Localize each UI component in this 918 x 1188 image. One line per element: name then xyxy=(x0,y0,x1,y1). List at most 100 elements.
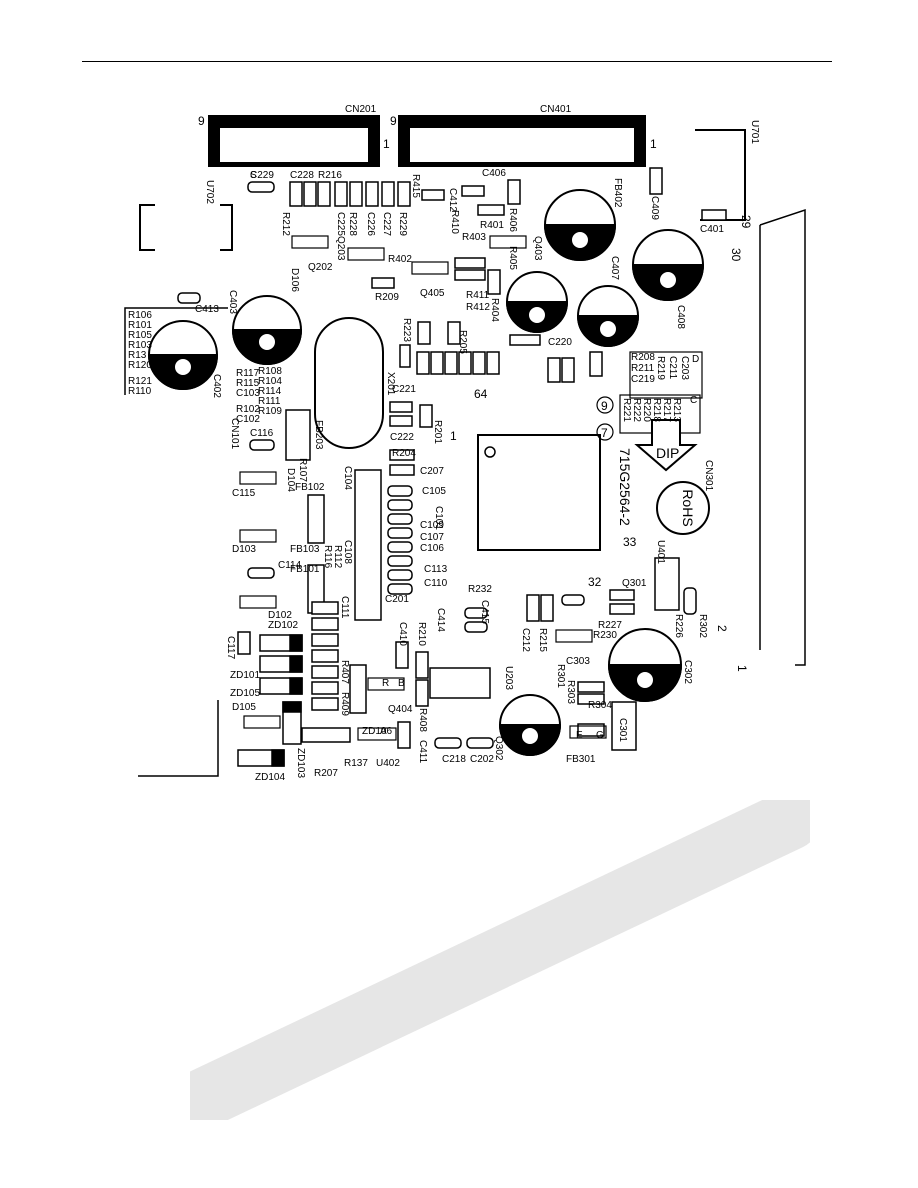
refdes-c407: C407 xyxy=(609,256,620,280)
refdes-c109: C109 xyxy=(420,520,444,531)
refdes-c415: C415 xyxy=(479,600,490,624)
refdes-c302: C302 xyxy=(682,660,693,684)
board-outline xyxy=(124,208,806,777)
refdes-c: C xyxy=(690,395,697,406)
cn401-label: CN401 xyxy=(540,104,572,115)
refdes-r402: R402 xyxy=(388,254,412,265)
refdes-e: E xyxy=(576,730,583,741)
refdes-c303: C303 xyxy=(566,656,590,667)
refdes-r111: R111 xyxy=(258,396,281,407)
refdes-zd104: ZD104 xyxy=(255,772,285,783)
refdes-r102: R102 xyxy=(236,404,260,415)
refdes-r215: R215 xyxy=(537,628,548,652)
zener-diodes xyxy=(237,634,303,767)
refdes-q203: Q203 xyxy=(335,236,346,261)
refdes-c207: C207 xyxy=(420,466,444,477)
refdes-c401: C401 xyxy=(700,224,724,235)
refdes-c107: C107 xyxy=(420,532,444,543)
refdes-fb402: FB402 xyxy=(612,178,623,208)
refdes-c117: C117 xyxy=(225,636,236,660)
refdes-r: R xyxy=(382,678,389,689)
refdes-c116: C116 xyxy=(250,428,274,439)
refdes-g: G xyxy=(596,730,604,741)
transistor-footprints xyxy=(239,235,703,741)
refdes-c229: C229 xyxy=(250,170,274,181)
refdes-r219: R219 xyxy=(655,356,666,380)
refdes-r403: R403 xyxy=(462,232,486,243)
refdes-r401: R401 xyxy=(480,220,504,231)
cn401-pin-right: 1 xyxy=(650,137,657,151)
refdes-r303: R303 xyxy=(565,680,576,704)
refdes-r302: R302 xyxy=(697,614,708,638)
refdes-r217: R217 xyxy=(661,398,672,422)
refdes-c411: C411 xyxy=(417,740,428,764)
refdes-r228: R228 xyxy=(347,212,358,236)
refdes-zd106: ZD106 xyxy=(362,726,392,737)
refdes-r232: R232 xyxy=(468,584,492,595)
cn301-pin-2: 2 xyxy=(715,625,729,632)
ic-pin-64: 64 xyxy=(474,387,488,401)
circled-9: 9 xyxy=(601,399,608,413)
dip-label: DIP xyxy=(656,445,679,461)
refdes-c227: C227 xyxy=(381,212,392,236)
refdes-r110: R110 xyxy=(128,386,152,397)
refdes-c110: C110 xyxy=(424,578,448,589)
refdes-c402: C402 xyxy=(211,374,222,398)
electrolytic-capacitors xyxy=(147,189,705,756)
refdes-fb301: FB301 xyxy=(566,754,596,765)
refdes-r103: R103 xyxy=(128,340,152,351)
cn201-label: CN201 xyxy=(345,104,377,115)
refdes-c225: C225 xyxy=(335,212,346,236)
part-number: 715G2564-2 xyxy=(617,448,633,526)
refdes-r404: R404 xyxy=(489,298,500,322)
refdes-r405: R405 xyxy=(507,246,518,270)
refdes-r211: R211 xyxy=(631,363,655,374)
refdes-fb203: FB203 xyxy=(313,420,324,450)
refdes-c113: C113 xyxy=(424,564,448,575)
refdes-r408: R408 xyxy=(417,708,428,732)
refdes-zd105: ZD105 xyxy=(230,688,260,699)
refdes-c114: C114 xyxy=(278,560,302,571)
refdes-r106: R106 xyxy=(128,310,152,321)
refdes-c219: C219 xyxy=(631,374,655,385)
cn101-label: CN101 xyxy=(229,418,240,450)
refdes-r229: R229 xyxy=(397,212,408,236)
refdes-d105: D105 xyxy=(232,702,256,713)
circled-7: 7 xyxy=(601,426,608,440)
cn301-pin-1: 1 xyxy=(735,665,749,672)
page-header-rule xyxy=(82,61,832,62)
refdes-c406: C406 xyxy=(482,168,506,179)
refdes-q202: Q202 xyxy=(308,262,333,273)
refdes-d104: D104 xyxy=(285,468,296,492)
cn201-connector xyxy=(208,115,380,167)
u402-label: U402 xyxy=(376,758,400,769)
refdes-c228: C228 xyxy=(290,170,314,181)
smd-footprints xyxy=(177,167,727,751)
refdes-c101: C101 xyxy=(433,506,444,530)
cn301-pin-29: 29 xyxy=(739,215,753,229)
refdes-r407: R407 xyxy=(339,660,350,684)
refdes-r221: R221 xyxy=(621,398,632,422)
refdes-c403: C403 xyxy=(227,290,238,314)
refdes-r207: R207 xyxy=(314,768,338,779)
refdes-r208: R208 xyxy=(631,352,655,363)
refdes-c211: C211 xyxy=(667,356,678,380)
refdes-r230: R230 xyxy=(593,630,617,641)
refdes-c111: C111 xyxy=(339,596,350,619)
refdes-d102: D102 xyxy=(268,610,292,621)
u203-label: U203 xyxy=(503,666,514,690)
refdes-zd102: ZD102 xyxy=(268,620,298,631)
refdes-zd103: ZD103 xyxy=(295,748,306,778)
rohs-circle xyxy=(656,481,710,535)
refdes-r13: R13 xyxy=(128,350,147,361)
cn201-pin-right: 1 xyxy=(383,137,390,151)
refdes-zd101: ZD101 xyxy=(230,670,260,681)
cn301-label: CN301 xyxy=(703,460,714,492)
refdes-r209: R209 xyxy=(375,292,399,303)
cn201-pin-left: 9 xyxy=(198,114,205,128)
refdes-r222: R222 xyxy=(631,398,642,422)
refdes-r406: R406 xyxy=(507,208,518,232)
refdes-c104: C104 xyxy=(342,466,353,490)
refdes-c106: C106 xyxy=(420,543,444,554)
